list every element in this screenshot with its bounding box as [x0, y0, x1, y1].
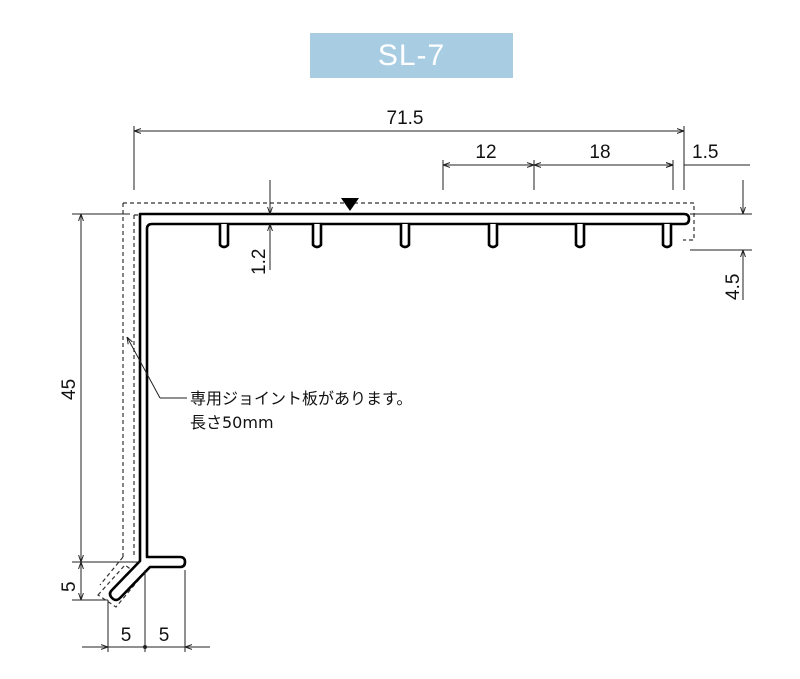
title-text: SL-7: [377, 38, 446, 72]
dim-foot-height: [72, 562, 108, 601]
dim-leg-height-label: 45: [59, 379, 80, 400]
dim-overall-width-label: 71.5: [387, 108, 424, 129]
dim-pitch: [442, 160, 674, 190]
dim-foot-width: [82, 570, 210, 652]
dim-pitch-label: 18: [589, 142, 610, 163]
dim-leg-height: [72, 213, 140, 563]
dim-rib-thickness-label: 1.2: [249, 249, 270, 275]
dim-end-height: [690, 180, 752, 300]
profile-shape: [108, 212, 691, 602]
dim-foot-right-label: 5: [159, 625, 170, 646]
dim-end-offset-label: 1.5: [692, 142, 718, 163]
title-badge: SL-7: [310, 33, 513, 78]
dim-end-height-label: 4.5: [723, 274, 744, 300]
note-line2: 長さ50mm: [190, 413, 274, 432]
dim-foot-left-label: 5: [121, 625, 132, 646]
dim-overall-width: [133, 126, 685, 190]
marker-triangle-icon: [341, 198, 359, 211]
note-line1: 専用ジョイント板があります。: [190, 389, 412, 408]
dim-foot-height-label: 5: [59, 581, 80, 592]
dim-pitch-first-label: 12: [475, 142, 496, 163]
note-leader: [127, 337, 187, 399]
